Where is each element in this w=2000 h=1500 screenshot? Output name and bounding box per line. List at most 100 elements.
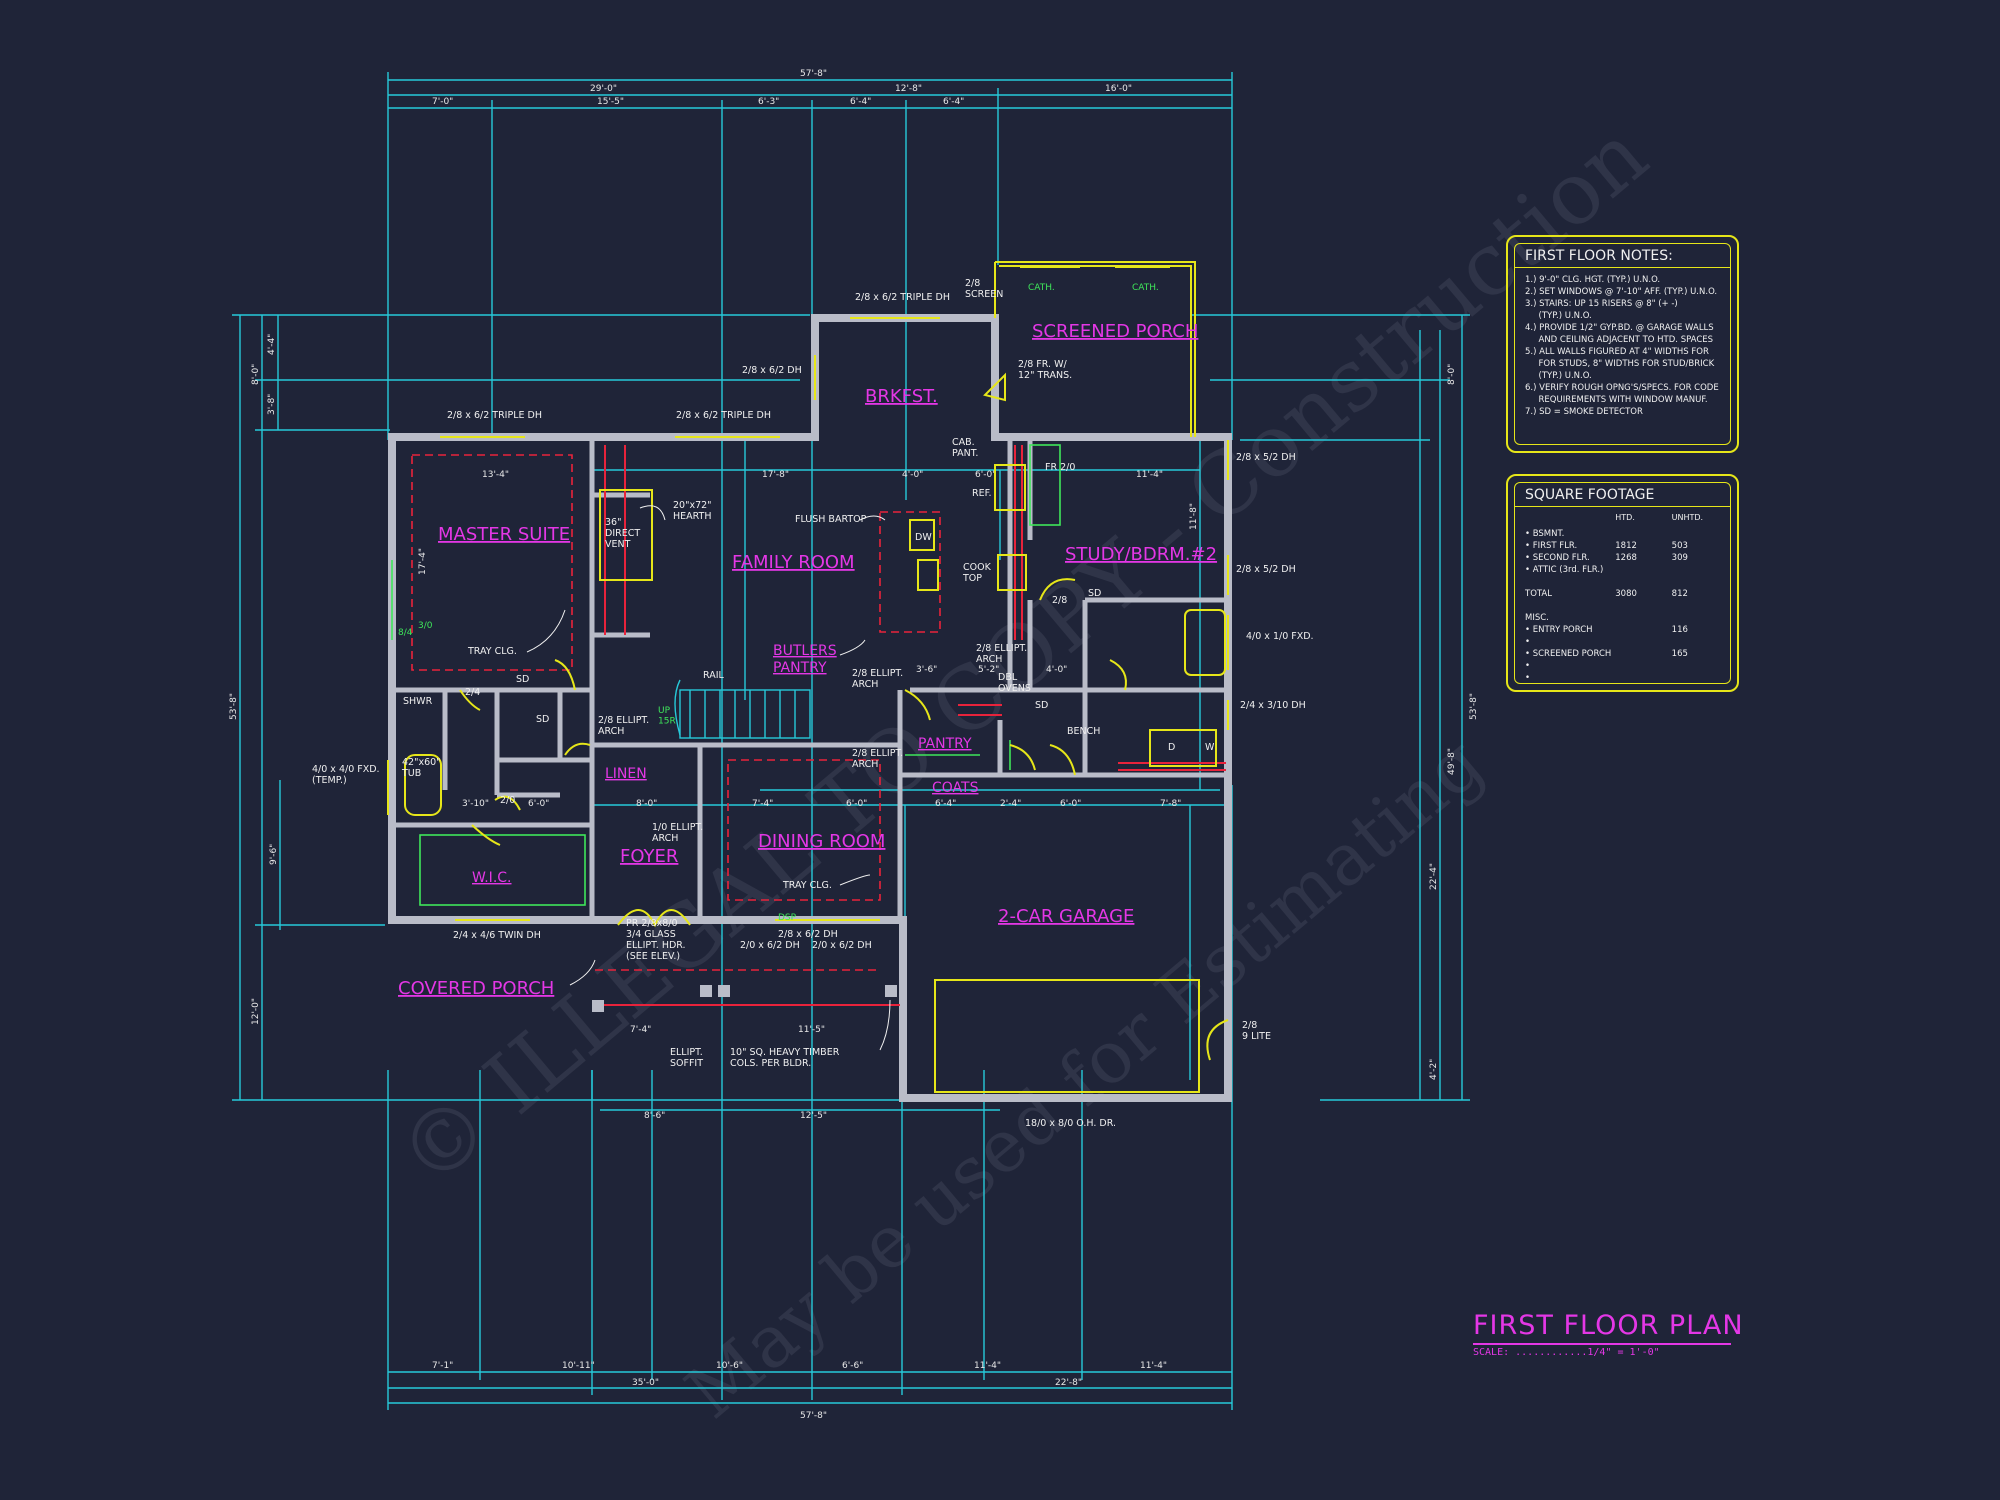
dim-kitchen-w: 4'-0" (902, 470, 923, 480)
annotations: 2/8 x 6/2 TRIPLE DH 2/8 x 6/2 DH 2/8 x 6… (312, 278, 1314, 1129)
note-cab-pant: CAB.PANT. (952, 437, 978, 459)
notes-line: 2.) SET WINDOWS @ 7'-10" AFF. (TYP.) U.N… (1525, 287, 1718, 297)
sqft-row (1525, 600, 1720, 612)
sqft-cell-htd (1615, 528, 1671, 540)
note-dw: DW (915, 532, 932, 543)
note-win-triple-top: 2/8 x 6/2 TRIPLE DH (855, 292, 950, 303)
garage-door-opening (934, 979, 1200, 1093)
dim-bot-a: 35'-0" (632, 1378, 659, 1388)
sqft-row: • (1525, 660, 1720, 672)
sqft-row: • (1525, 636, 1720, 648)
sqft-cell-label: • ENTRY PORCH (1525, 625, 1593, 635)
note-cath-1: CATH. (1028, 283, 1055, 293)
label-butlers: BUTLERS (773, 643, 837, 659)
dim-porch-3: 7'-4" (630, 1025, 651, 1035)
note-dsp: DSP (778, 913, 797, 923)
note-ellipt-1-0: 1/0 ELLIPT.ARCH (652, 822, 703, 844)
dim-porch-2: 12'-5" (800, 1111, 827, 1121)
label-garage: 2-CAR GARAGE (998, 906, 1134, 927)
dim-bot-1: 7'-1" (432, 1361, 453, 1371)
dishwasher (909, 519, 935, 551)
square-footage-panel: SQUARE FOOTAGE HTD. UNHTD. • BSMNT. • FI… (1506, 474, 1739, 692)
sqft-cell-htd (1615, 672, 1671, 684)
note-cath-2: CATH. (1132, 283, 1159, 293)
sqft-row: • BSMNT. (1525, 528, 1720, 540)
note-d28: 2/8 (1052, 595, 1067, 606)
dim-dining-2: 6'-0" (846, 799, 867, 809)
note-twin-dh: 2/4 x 4/6 TWIN DH (453, 930, 541, 941)
sqft-cell-htd (1615, 636, 1671, 648)
master-tub (404, 754, 442, 816)
notes-line: AND CEILING ADJACENT TO HTD. SPACES (1525, 335, 1714, 345)
door-swings (459, 578, 1229, 1061)
sqft-cell-unhtd: 503 (1671, 541, 1688, 551)
plan-title: FIRST FLOOR PLAN (1473, 1310, 1744, 1341)
sqft-cell-htd (1615, 660, 1671, 672)
notes-line: 1.) 9'-0" CLG. HGT. (TYP.) U.N.O. (1525, 275, 1661, 285)
sqft-row (1525, 576, 1720, 588)
porch-columns (592, 985, 897, 1012)
sqft-cell-unhtd (1672, 660, 1720, 672)
notes-line: 5.) ALL WALLS FIGURED AT 4" WIDTHS FOR (1525, 347, 1709, 357)
note-tub: 42"x60"TUB (401, 757, 441, 779)
dim-left-1: 8'-0" (251, 364, 261, 385)
label-dining-room: DINING ROOM (758, 831, 885, 852)
plan-title-block: FIRST FLOOR PLAN SCALE: ............1/4"… (1473, 1310, 1744, 1358)
note-dining-win: 2/0 x 6/2 DH (740, 940, 800, 951)
note-fr-trans: 2/8 FR. W/12" TRANS. (1018, 359, 1072, 381)
note-washer: W (1205, 742, 1215, 753)
note-ellipt-arch-1: 2/8 ELLIPT.ARCH (598, 715, 649, 737)
dimension-lines (232, 72, 1470, 1410)
dim-dr-w2: 4'-0" (1046, 665, 1067, 675)
sqft-row: MISC. (1525, 612, 1720, 624)
dim-garage-2: 7'-8" (1160, 799, 1181, 809)
notes-line: (TYP.) U.N.O. (1525, 371, 1592, 381)
sqft-cell-htd: 1812 (1615, 541, 1637, 551)
washer-dryer (1149, 729, 1217, 767)
room-labels: MASTER SUITE FAMILY ROOM BRKFST. SCREENE… (398, 321, 1217, 999)
dim-top-2: 15'-5" (597, 97, 624, 107)
dim-bot-3: 10'-6" (716, 1361, 743, 1371)
dim-hall-2: 5'-2" (978, 665, 999, 675)
sqft-cell-label: • SECOND FLR. (1525, 553, 1590, 563)
island-sink (917, 559, 939, 591)
note-sd-2: SD (1088, 588, 1101, 599)
sqft-cell-htd (1615, 564, 1671, 576)
note-sd-4: SD (536, 714, 549, 725)
sqft-cell-htd: 3080 (1615, 589, 1637, 599)
dim-bot-4: 6'-6" (842, 1361, 863, 1371)
dim-bot-2: 10'-11" (562, 1361, 595, 1371)
dim-garage-1: 6'-0" (1060, 799, 1081, 809)
ceiling-lines (411, 445, 1226, 1006)
notes-line: 3.) STAIRS: UP 15 RISERS @ 8" (+ -) (1525, 299, 1678, 309)
dim-right-overall: 53'-8" (1469, 693, 1479, 720)
entry-door (617, 909, 691, 928)
note-d20: 2/0 (500, 795, 515, 806)
sqft-row: • ATTIC (3rd. FLR.) (1525, 564, 1720, 576)
dim-wic-2: 6'-0" (528, 799, 549, 809)
dim-top-5: 6'-4" (943, 97, 964, 107)
label-foyer: FOYER (620, 846, 678, 867)
fixtures (387, 266, 1229, 1093)
dim-study-w: 11'-4" (1136, 470, 1163, 480)
note-bench: BENCH (1067, 726, 1100, 737)
dim-study-d: 11'-8" (1189, 503, 1199, 530)
notes-line: 4.) PROVIDE 1/2" GYP.BD. @ GARAGE WALLS (1525, 323, 1714, 333)
dim-left-3: 12'-0" (251, 998, 261, 1025)
sqft-title: SQUARE FOOTAGE (1515, 487, 1730, 507)
dim-top-1: 7'-0" (432, 97, 453, 107)
notes-line: 7.) SD = SMOKE DETECTOR (1525, 407, 1643, 417)
note-fxd-tub: 4/0 x 4/0 FXD.(TEMP.) (312, 764, 380, 786)
sqft-cell-unhtd: 309 (1671, 553, 1688, 563)
sqft-cell-unhtd (1672, 576, 1720, 588)
sqft-cell-htd (1615, 648, 1671, 660)
label-screened-porch: SCREENED PORCH (1032, 321, 1198, 342)
note-study-win-2: 2/8 x 5/2 DH (1236, 564, 1296, 575)
